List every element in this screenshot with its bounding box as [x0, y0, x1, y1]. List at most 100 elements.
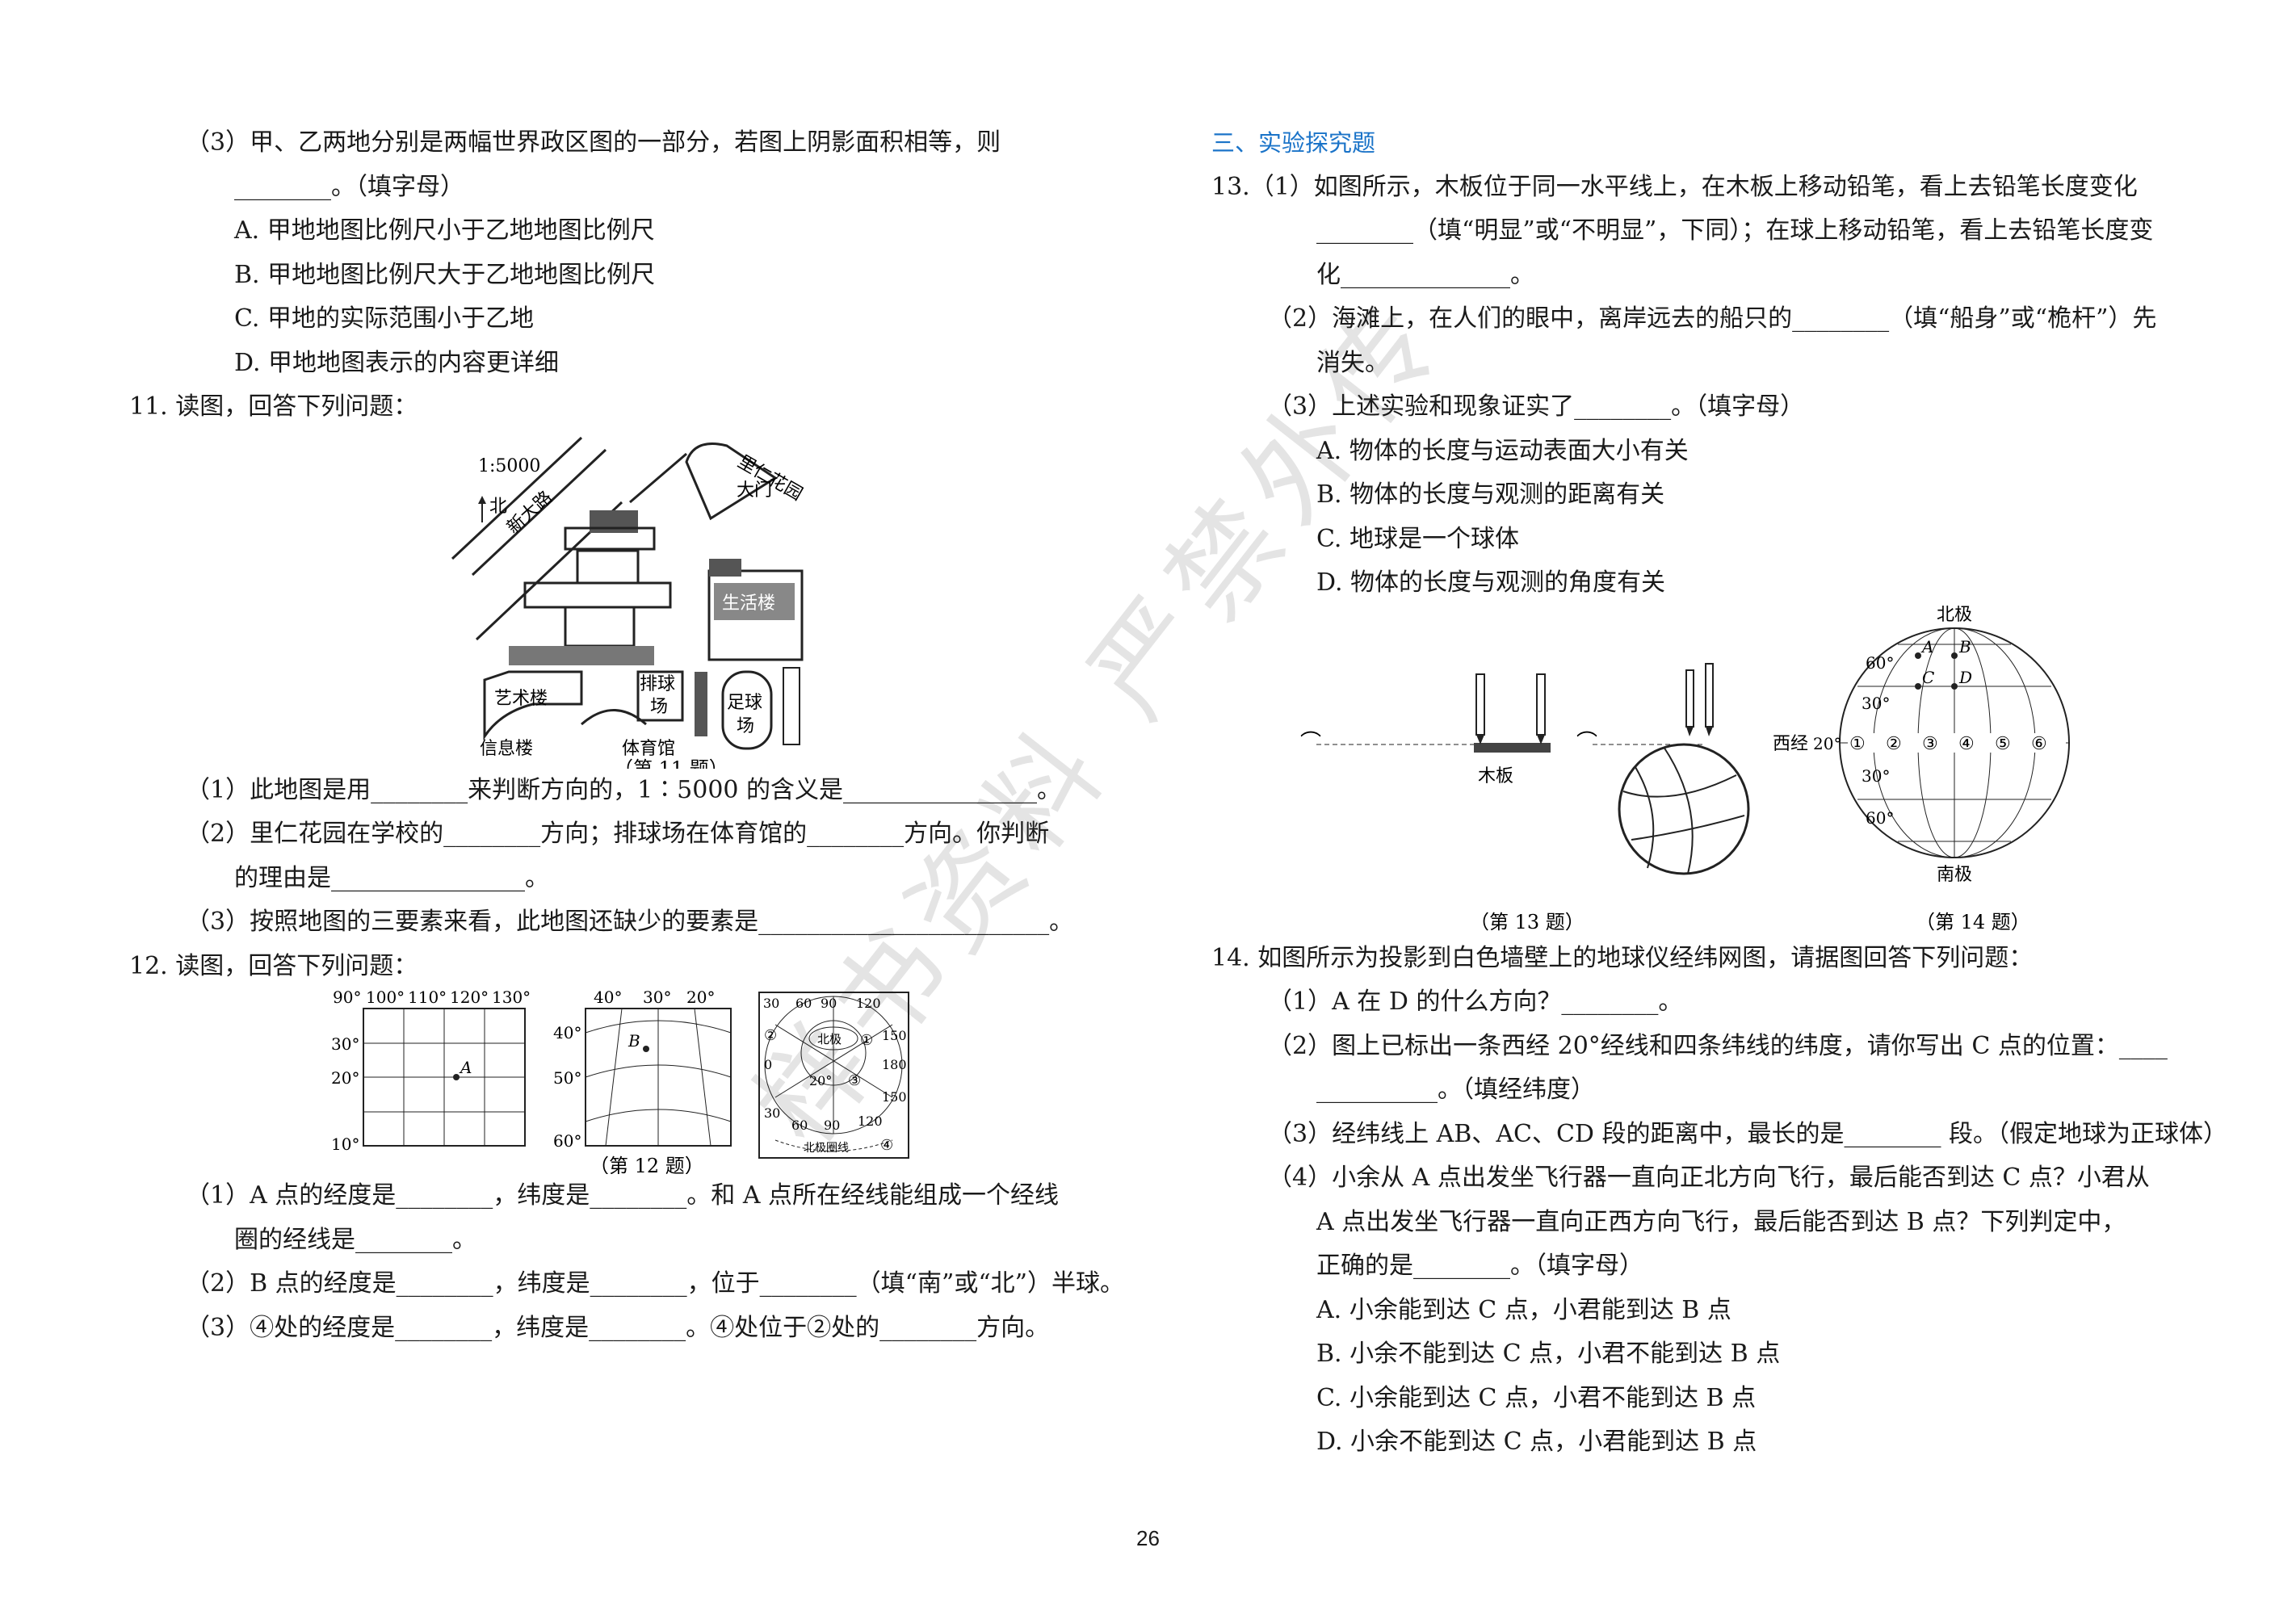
pt-d: D: [1958, 668, 1972, 687]
info-label: 信息楼: [480, 739, 533, 759]
q12-part3: （3）④处的经度是________，纬度是________。④处位于②处的___…: [186, 1313, 1050, 1342]
living-label: 生活楼: [722, 593, 775, 614]
q10-part3: （3）甲、乙两地分别是两幅世界政区图的一部分，若图上阴影面积相等，则: [186, 128, 1001, 157]
q12-part2: （2）B 点的经度是________，纬度是________，位于_______…: [186, 1269, 1125, 1298]
q14-option-d: D. 小余不能到达 C 点，小君能到达 B 点: [1316, 1428, 1757, 1456]
q11-part2: （2）里仁花园在学校的________方向；排球场在体育馆的________方向…: [186, 820, 1050, 848]
g2-left-2: 60°: [553, 1131, 581, 1151]
fig14: A B C D 北极 南极 西经 20° 60° 30° 30° 60° ① ②…: [1773, 605, 2070, 933]
g1-left-1: 20°: [331, 1068, 359, 1088]
pt-c: C: [1922, 668, 1934, 687]
q14-part1: （1）A 在 D 的什么方向？________。: [1268, 988, 1683, 1016]
g2-left-1: 50°: [553, 1068, 581, 1088]
q14-part4c: 正确的是________。（填字母）: [1316, 1252, 1643, 1280]
g3-mark-1: ①: [860, 1032, 873, 1049]
circle-4: ④: [1958, 734, 1975, 754]
g3-label-1: 60: [795, 996, 812, 1011]
g3-label-10: 30: [764, 1105, 780, 1121]
q10-part3-blank: ________。（填字母）: [234, 172, 464, 201]
school-map-svg: 新大路 1:5000 北 里仁花园 大门 生活楼 艺术楼 信息楼: [451, 436, 806, 780]
q13-part2b: 消失。: [1316, 348, 1389, 377]
point-a: A: [459, 1058, 472, 1077]
q10-option-a: A. 甲地地图比例尺小于乙地地图比例尺: [234, 216, 655, 245]
q14-part4: （4）小余从 A 点出发坐飞行器一直向正北方向飞行，最后能否到达 C 点？小君从: [1268, 1164, 2150, 1192]
map11-caption: （第 11 题）: [614, 757, 728, 769]
q13-option-a: A. 物体的长度与运动表面大小有关: [1316, 436, 1689, 465]
q13-part1c: 化______________。: [1316, 260, 1534, 289]
q13-option-d: D. 物体的长度与观测的角度有关: [1316, 568, 1666, 597]
circle-5: ⑤: [1995, 734, 2011, 754]
g3-label-3: 120: [856, 996, 881, 1011]
q14-option-b: B. 小余不能到达 C 点，小君不能到达 B 点: [1316, 1340, 1781, 1368]
board-label: 木板: [1478, 766, 1513, 786]
g3-mark-4: ④: [880, 1137, 893, 1154]
g1-top-2: 110°: [408, 988, 447, 1007]
road-label: 新大路: [503, 487, 556, 538]
g1-top-4: 130°: [492, 988, 531, 1007]
q11-part2b: 的理由是________________。: [234, 863, 549, 892]
q14-part4b: A 点出发坐飞行器一直向正西方向飞行，最后能否到达 B 点？下列判定中，: [1316, 1207, 2126, 1236]
figures-svg: ⌒ 木板 ⌒ （第 13 题）: [1300, 605, 2070, 933]
g3-label-11: 0: [764, 1057, 772, 1072]
q12-title: 12. 读图，回答下列问题：: [129, 951, 418, 980]
grid-1: A 90° 100° 110° 120° 130° 30° 20° 10°: [331, 988, 531, 1154]
map12-caption: （第 12 题）: [590, 1155, 704, 1174]
eye-icon-1: ⌒: [1300, 731, 1321, 755]
q11-part1: （1）此地图是用________来判断方向的，1∶5000 的含义是______…: [186, 775, 1062, 804]
circle-1: ①: [1849, 734, 1866, 754]
gate-label: 大门: [737, 480, 772, 501]
eye-icon-2: ⌒: [1576, 731, 1597, 755]
g1-top-1: 100°: [366, 988, 405, 1007]
q14-option-a: A. 小余能到达 C 点，小君能到达 B 点: [1316, 1295, 1731, 1324]
q13-option-c: C. 地球是一个球体: [1316, 524, 1519, 553]
g3-label-8: 90: [824, 1118, 840, 1133]
g3-label-7: 120: [858, 1113, 883, 1129]
lat-label-0: 60°: [1866, 653, 1894, 673]
right-column: 三、实验探究题 13.（1）如图所示，木板位于同一水平线上，在木板上移动铅笔，看…: [1211, 121, 2228, 1465]
q13-q14-figures: ⌒ 木板 ⌒ （第 13 题）: [1211, 605, 2172, 937]
q13-option-b: B. 物体的长度与观测的距离有关: [1316, 480, 1665, 509]
q14-part3: （3）经纬线上 AB、AC、CD 段的距离中，最长的是________ 段。（假…: [1268, 1119, 2228, 1148]
circle-6: ⑥: [2031, 734, 2047, 754]
circle-2: ②: [1886, 734, 1902, 754]
g2-top-0: 40°: [594, 988, 622, 1007]
q11-title: 11. 读图，回答下列问题：: [129, 392, 418, 421]
lon-label: 20°: [1813, 734, 1841, 753]
q10-option-c: C. 甲地的实际范围小于乙地: [234, 304, 534, 333]
g3-label-14: 北极圈线: [804, 1142, 849, 1155]
q12-part1b: 圈的经线是________。: [234, 1225, 476, 1254]
volley-label-2: 场: [650, 697, 668, 717]
q14-part2b: __________。（填经纬度）: [1316, 1076, 1595, 1104]
q13-part1: 13.（1）如图所示，木板位于同一水平线上，在木板上移动铅笔，看上去铅笔长度变化: [1211, 172, 2138, 201]
q12-part1: （1）A 点的经度是________，纬度是________。和 A 点所在经线…: [186, 1181, 1060, 1210]
g3-label-13: 北极: [817, 1032, 842, 1046]
q14-part2: （2）图上已标出一条西经 20°经线和四条纬线的纬度，请你写出 C 点的位置：_…: [1268, 1031, 2168, 1060]
pt-a: A: [1920, 637, 1933, 656]
q14-title: 14. 如图所示为投影到白色墙壁上的地球仪经纬网图，请据图回答下列问题：: [1211, 943, 2034, 972]
south-pole-label: 南极: [1937, 865, 1972, 885]
g2-left-0: 40°: [553, 1023, 581, 1042]
scale-label: 1:5000: [478, 456, 540, 476]
q14-option-c: C. 小余能到达 C 点，小君不能到达 B 点: [1316, 1383, 1757, 1412]
g3-label-9: 60: [791, 1118, 808, 1133]
g1-top-0: 90°: [333, 988, 361, 1007]
point-b: B: [628, 1031, 640, 1051]
lat-label-2: 30°: [1862, 766, 1890, 786]
g1-left-2: 10°: [331, 1134, 359, 1154]
football-label-2: 场: [737, 716, 754, 736]
grid-maps-svg: A 90° 100° 110° 120° 130° 30° 20° 10°: [331, 988, 909, 1177]
fig13: ⌒ 木板 ⌒ （第 13 题）: [1300, 662, 1750, 933]
q13-part3: （3）上述实验和现象证实了________。（填字母）: [1268, 392, 1805, 421]
page-number: 26: [1136, 1526, 1160, 1550]
pt-b: B: [1958, 637, 1971, 656]
g3-label-5: 180: [882, 1057, 907, 1072]
g3-label-12: 20°: [809, 1073, 832, 1088]
q10-option-d: D. 甲地地图表示的内容更详细: [234, 348, 560, 377]
q12-grid-maps: A 90° 100° 110° 120° 130° 30° 20° 10°: [129, 988, 1098, 1177]
g3-label-4: 150: [882, 1028, 907, 1043]
g1-left-0: 30°: [331, 1034, 359, 1054]
fig13-caption: （第 13 题）: [1470, 911, 1585, 933]
g2-top-1: 30°: [643, 988, 671, 1007]
g2-top-2: 20°: [686, 988, 715, 1007]
north-pole-label: 北极: [1937, 606, 1972, 625]
